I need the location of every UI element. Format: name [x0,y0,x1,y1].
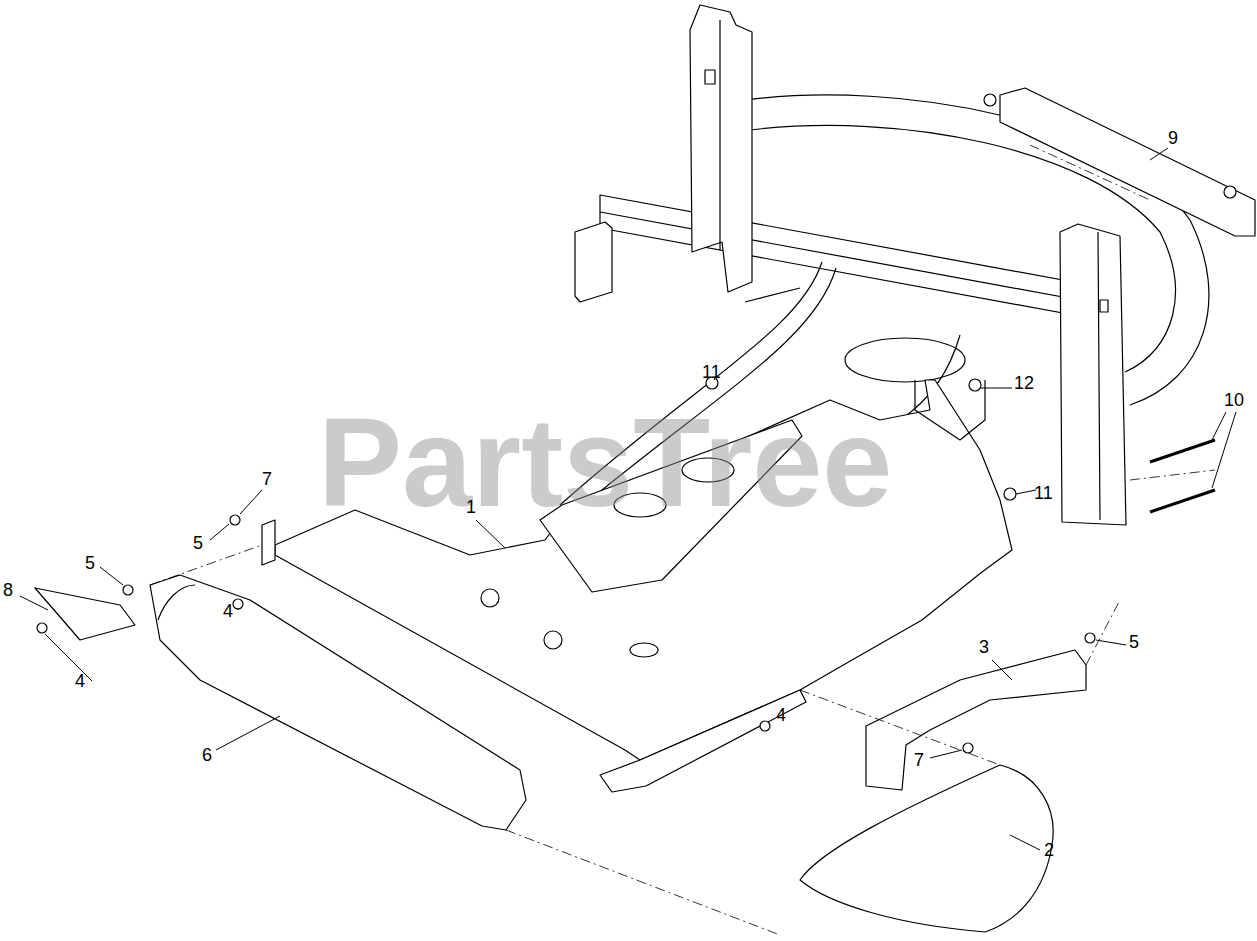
callout-number: 4 [776,706,786,724]
assembly-lines [150,145,1215,935]
callout-number: 4 [75,672,85,690]
callout-number: 3 [979,638,989,656]
leader-lines [20,148,1236,850]
callout-number: 1 [466,498,476,516]
callout-number: 7 [914,751,924,769]
callout-number: 5 [193,534,203,552]
callout-number: 12 [1014,374,1034,392]
callout-number: 11 [1034,484,1053,502]
callout-number: 4 [223,602,233,620]
callout-number: 11 [702,363,721,381]
callout-number: 6 [202,746,212,764]
callout-number: 8 [3,581,13,599]
callout-number: 2 [1044,841,1054,859]
line-art [35,5,1255,932]
watermark: PartsTree [318,400,892,526]
callout-number: 9 [1168,129,1178,147]
callout-number: 10 [1224,391,1244,409]
callout-number: 5 [85,554,95,572]
callout-number: 7 [262,470,272,488]
callout-number: 5 [1129,633,1139,651]
